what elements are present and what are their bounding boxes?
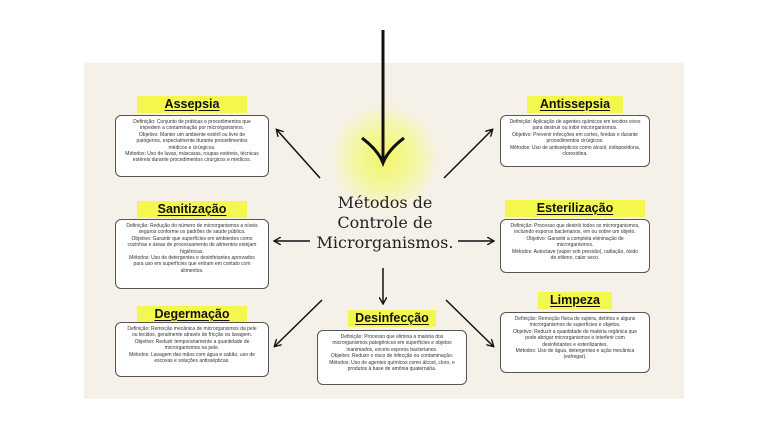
sanitizacao-line: Métodos: Uso de detergentes e desinfetan…: [129, 255, 255, 262]
degermacao-line: Métodos: Lavagem das mãos com água e sab…: [129, 351, 255, 358]
esterilizacao-line: Objetivo: Garantir a completa eliminação…: [526, 235, 624, 242]
desinfeccao-line: inanimados, exceto esporos bacterianos.: [346, 346, 438, 353]
limpeza-line: Objetivo: Reduzir a quantidade de matéri…: [513, 328, 637, 335]
assepsia-line: Objetivo: Manter um ambiente estéril ou …: [138, 131, 246, 138]
desinfeccao-line: produtos à base de amônia quaternária.: [347, 366, 437, 373]
sanitizacao-line: cozinhas e áreas de processamento de ali…: [127, 242, 257, 249]
sanitizacao-line: para uso em superfícies que entram em co…: [133, 261, 251, 268]
esterilizacao-line: incluindo esporos bacterianos, em ou sob…: [514, 229, 636, 236]
assepsia-line: impedem a contaminação por microrganismo…: [140, 125, 244, 132]
limpeza-line: pode abrigar microrganismos e interferir…: [525, 335, 625, 342]
limpeza-line: Definição: Remoção física de sujeira, de…: [514, 316, 636, 322]
antissepsia-line: Objetivo: Prevenir infecções em cortes, …: [512, 131, 638, 138]
degermacao-box: Definição: Remoção mecânica de microrgan…: [115, 322, 269, 377]
limpeza-line: Métodos: Uso de água, detergentes e ação…: [515, 348, 635, 355]
main-arrow-head: [361, 136, 405, 168]
esterilizacao-line: Definição: Processo que destrói todos os…: [510, 223, 640, 229]
limpeza-line: desinfetantes e esterilizantes.: [542, 341, 608, 348]
central-topic-line1: Métodos de: [337, 193, 433, 212]
esterilizacao-box: Definição: Processo que destrói todos os…: [500, 219, 650, 273]
arrow-degermacao: [275, 299, 323, 346]
sanitizacao-line: seguros conforme os padrões de saúde púb…: [138, 229, 246, 236]
degermacao-line: Definição: Remoção mecânica de microrgan…: [127, 326, 257, 332]
assepsia-line: estéreis durante procedimentos cirúrgico…: [132, 157, 252, 164]
central-topic-line3: Microrganismos.: [316, 233, 454, 252]
antissepsia-line: Definição: Aplicação de agentes químicos…: [509, 119, 641, 125]
limpeza-title: Limpeza: [538, 292, 612, 309]
central-topic-line2: Controle de: [337, 213, 433, 232]
degermacao-line: microrganismos na pele.: [164, 345, 220, 352]
sanitizacao-line: higiênicas.: [180, 248, 204, 255]
esterilizacao-title: Esterilização: [505, 200, 645, 217]
limpeza-line: microrganismos de superfícies e objetos.: [529, 322, 621, 329]
sanitizacao-line: Definição: Redução do número de microrga…: [126, 223, 258, 229]
sanitizacao-line: Objetivo: Garantir que superfícies em am…: [131, 235, 253, 242]
arrow-antissepsia: [443, 130, 492, 179]
assepsia-line: patógenos, especialmente durante procedi…: [136, 138, 248, 145]
arrow-assepsia: [277, 130, 321, 179]
limpeza-box: Definição: Remoção física de sujeira, de…: [500, 312, 650, 373]
desinfeccao-line: Objetivo: Reduzir o risco de infecção ou…: [330, 353, 454, 360]
sanitizacao-box: Definição: Redução do número de microrga…: [115, 219, 269, 289]
central-topic: Métodos de Controle de Microrganismos.: [300, 193, 470, 253]
antissepsia-line: para destruir ou inibir microrganismos.: [532, 125, 618, 132]
esterilizacao-line: de etileno, calor seco.: [550, 255, 600, 262]
arrow-limpeza: [445, 299, 493, 346]
limpeza-line: (esfregar).: [563, 354, 587, 361]
sanitizacao-line: alimentos.: [180, 267, 204, 274]
assepsia-line: Métodos: Uso de luvas, máscaras, roupas …: [125, 151, 259, 158]
antissepsia-line: Métodos: Uso de antissépticos como álcoo…: [509, 144, 641, 151]
desinfeccao-box: Definição: Processo que elimina a maiori…: [317, 330, 467, 385]
assepsia-box: Definição: Conjunto de práticas e proced…: [115, 115, 269, 177]
desinfeccao-line: microrganismos patogênicos em superfície…: [332, 340, 452, 347]
desinfeccao-line: Métodos: Uso de agentes químicos como ál…: [329, 359, 455, 366]
assepsia-title: Assepsia: [137, 96, 247, 113]
esterilizacao-line: Métodos: Autoclave (vapor sob pressão), …: [511, 248, 639, 255]
desinfeccao-line: Definição: Processo que elimina a maiori…: [340, 334, 444, 340]
degermacao-line: escovas e soluções antissépticas.: [154, 358, 230, 365]
esterilizacao-line: microrganismos.: [556, 242, 594, 249]
assepsia-line: Definição: Conjunto de práticas e proced…: [133, 119, 251, 125]
antissepsia-box: Definição: Aplicação de agentes químicos…: [500, 115, 650, 167]
antissepsia-line: procedimentos cirúrgicos.: [546, 138, 604, 145]
antissepsia-title: Antissepsia: [527, 96, 623, 113]
assepsia-line: médicos e cirúrgicos.: [168, 144, 216, 151]
degermacao-line: Objetivo: Reduzir temporariamente a quan…: [134, 338, 250, 345]
desinfeccao-title: Desinfecção: [348, 310, 436, 327]
antissepsia-line: clorexidina.: [562, 151, 588, 158]
degermacao-line: ou tecidos, geralmente através de fricçã…: [131, 332, 253, 339]
sanitizacao-title: Sanitização: [137, 201, 247, 218]
degermacao-title: Degermação: [137, 306, 247, 323]
